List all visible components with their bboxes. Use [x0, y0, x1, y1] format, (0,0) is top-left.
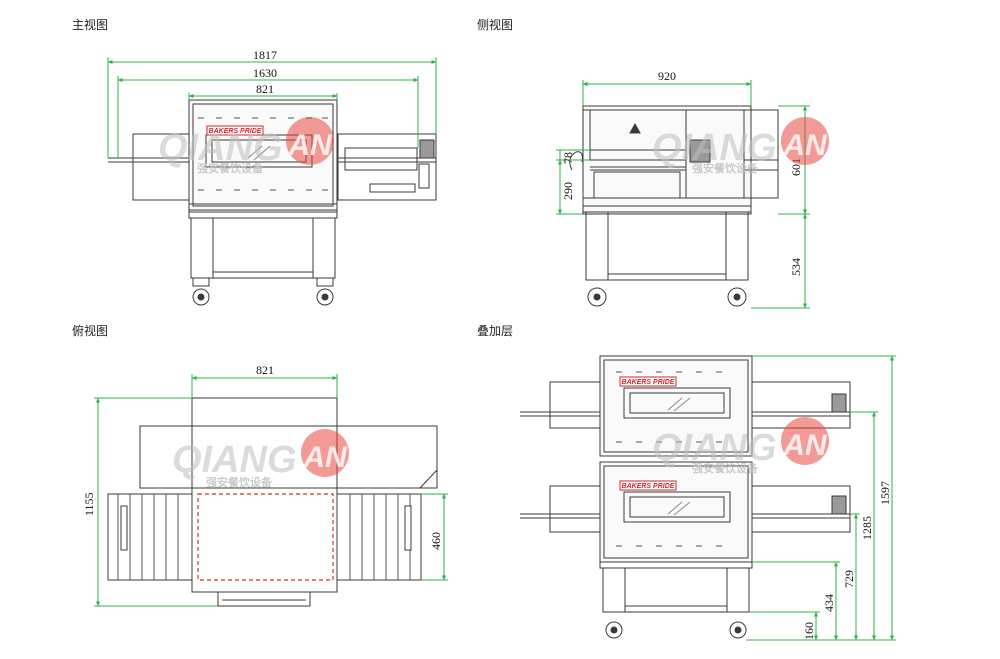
top-dim-depth: 1155: [82, 492, 96, 516]
stacked-view-title: 叠加层: [477, 324, 514, 338]
top-baking-area-outline: [197, 493, 334, 581]
top-watermark-chinese: 强安餐饮设备: [206, 475, 273, 489]
front-view-title: 主视图: [72, 18, 109, 32]
top-dim-belt: 460: [429, 532, 443, 550]
front-dimension-lines: [107, 57, 437, 158]
front-watermark-chinese: 强安餐饮设备: [197, 161, 264, 175]
front-watermark-badge: [286, 117, 334, 165]
stacked-watermark-badge-text: AN: [782, 429, 828, 462]
side-dim-leg-height: 534: [789, 258, 803, 276]
side-watermark-chinese: 强安餐饮设备: [692, 161, 759, 175]
stacked-brand-plate-bottom: [619, 480, 677, 491]
stacked-dim-729: 729: [842, 570, 856, 588]
stacked-brand-label-top: BAKERS PRIDE: [622, 379, 675, 386]
stacked-view-drawing: [520, 355, 851, 639]
front-brand-label: BAKERS PRIDE: [209, 128, 262, 135]
stacked-watermark: QIANG AN 强安餐饮设备: [652, 417, 829, 475]
front-watermark-badge-text: AN: [287, 129, 333, 162]
side-watermark-badge-text: AN: [782, 129, 828, 162]
stacked-watermark-badge: [781, 417, 829, 465]
front-brand-plate: [206, 125, 264, 136]
side-view-title: 侧视图: [477, 18, 514, 32]
side-view-drawing: [569, 105, 779, 307]
side-dim-opening: 78: [561, 152, 575, 164]
front-dim-chamber: 821: [256, 82, 274, 96]
top-view-title: 俯视图: [72, 324, 109, 338]
stacked-brand-label-bottom: BAKERS PRIDE: [622, 483, 675, 490]
side-watermark: QIANG AN 强安餐饮设备: [652, 117, 829, 175]
stacked-dimension-lines: [746, 355, 896, 641]
side-watermark-badge: [781, 117, 829, 165]
side-watermark-latin: QIANG: [652, 127, 777, 169]
front-watermark: QIANG AN 强安餐饮设备: [158, 117, 334, 175]
side-dim-width: 920: [658, 69, 676, 83]
top-watermark-badge: [301, 429, 349, 477]
top-watermark-badge-text: AN: [302, 441, 348, 474]
top-dim-chamber: 821: [256, 363, 274, 377]
stacked-watermark-latin: QIANG: [652, 427, 777, 469]
front-watermark-latin: QIANG: [158, 127, 283, 169]
front-dim-overall: 1817: [253, 48, 277, 62]
top-watermark: QIANG AN 强安餐饮设备: [172, 429, 349, 489]
stacked-brand-plate-top: [619, 376, 677, 387]
stacked-dim-160: 160: [802, 622, 816, 640]
top-watermark-latin: QIANG: [172, 439, 297, 481]
side-dim-oven-height: 290: [561, 182, 575, 200]
stacked-dim-1597: 1597: [878, 481, 892, 505]
front-dim-conveyor: 1630: [253, 66, 277, 80]
top-dimension-lines: [94, 374, 448, 607]
stacked-dim-1285: 1285: [860, 516, 874, 540]
stacked-dim-434: 434: [822, 594, 836, 612]
stacked-watermark-chinese: 强安餐饮设备: [692, 461, 759, 475]
top-view-drawing: [107, 397, 438, 607]
